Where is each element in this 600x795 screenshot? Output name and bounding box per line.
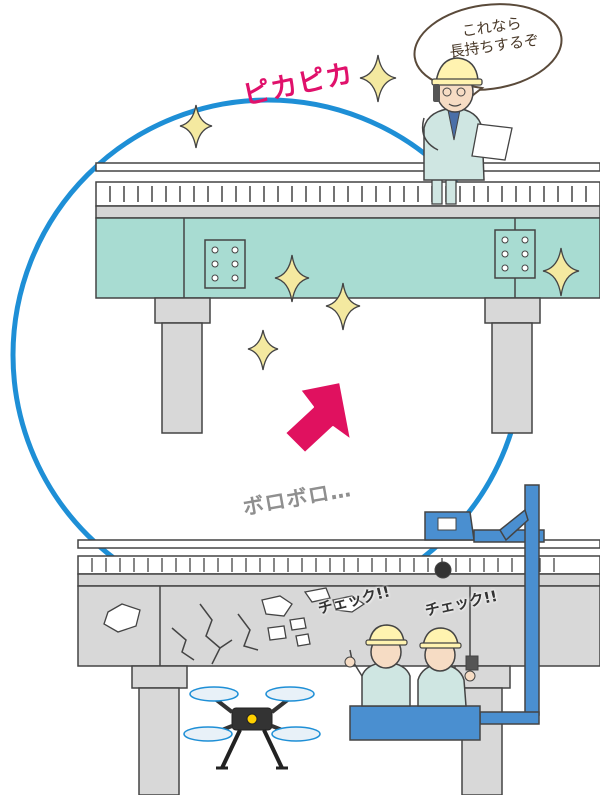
sparkle-icon [179,104,213,149]
inspector-left [344,624,411,707]
sparkle-icon [542,247,580,297]
sparkle-icon [359,54,397,103]
old-bridge [77,539,600,795]
splice-plate-left [204,239,246,289]
inspection-truck [349,484,545,741]
new-bridge [95,162,600,434]
sparkle-icon [247,329,279,371]
inspection-drone-icon [183,686,321,770]
splice-plate-right [494,229,536,279]
sparkle-icon [274,254,310,303]
engineer-with-phone [421,57,513,205]
sparkle-icon [325,282,361,331]
new-bridge-railing [109,186,587,202]
crack-marks [103,587,366,647]
improvement-arrow-icon [284,381,352,454]
sparkle-icons [179,54,580,371]
clipboard [471,123,513,161]
inspection-basket [349,705,481,741]
inspector-right [417,627,479,707]
